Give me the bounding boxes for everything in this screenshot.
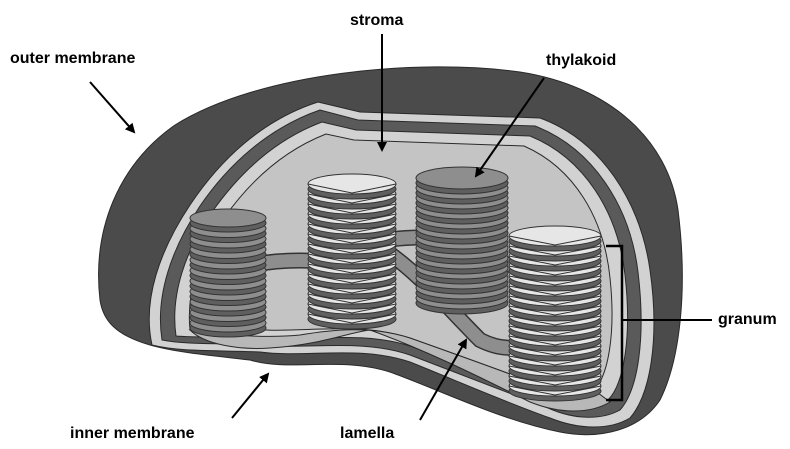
inner-membrane-label: inner membrane xyxy=(70,425,194,443)
lamella-label: lamella xyxy=(340,425,394,443)
outer-membrane-label: outer membrane xyxy=(10,50,135,68)
thylakoid-label: thylakoid xyxy=(546,52,616,70)
outer-membrane-arrow xyxy=(90,82,134,132)
stroma-label: stroma xyxy=(350,12,403,30)
granum-stack xyxy=(190,209,266,337)
thylakoid-disc xyxy=(190,209,266,227)
granum-label: granum xyxy=(718,311,777,329)
thylakoid-disc xyxy=(308,174,396,194)
granum-stack xyxy=(308,174,396,329)
thylakoid-disc xyxy=(509,226,601,246)
granum-stack xyxy=(509,226,601,401)
granum-stack xyxy=(416,167,508,314)
thylakoid-disc xyxy=(416,167,508,189)
inner-membrane-arrow xyxy=(232,374,268,418)
